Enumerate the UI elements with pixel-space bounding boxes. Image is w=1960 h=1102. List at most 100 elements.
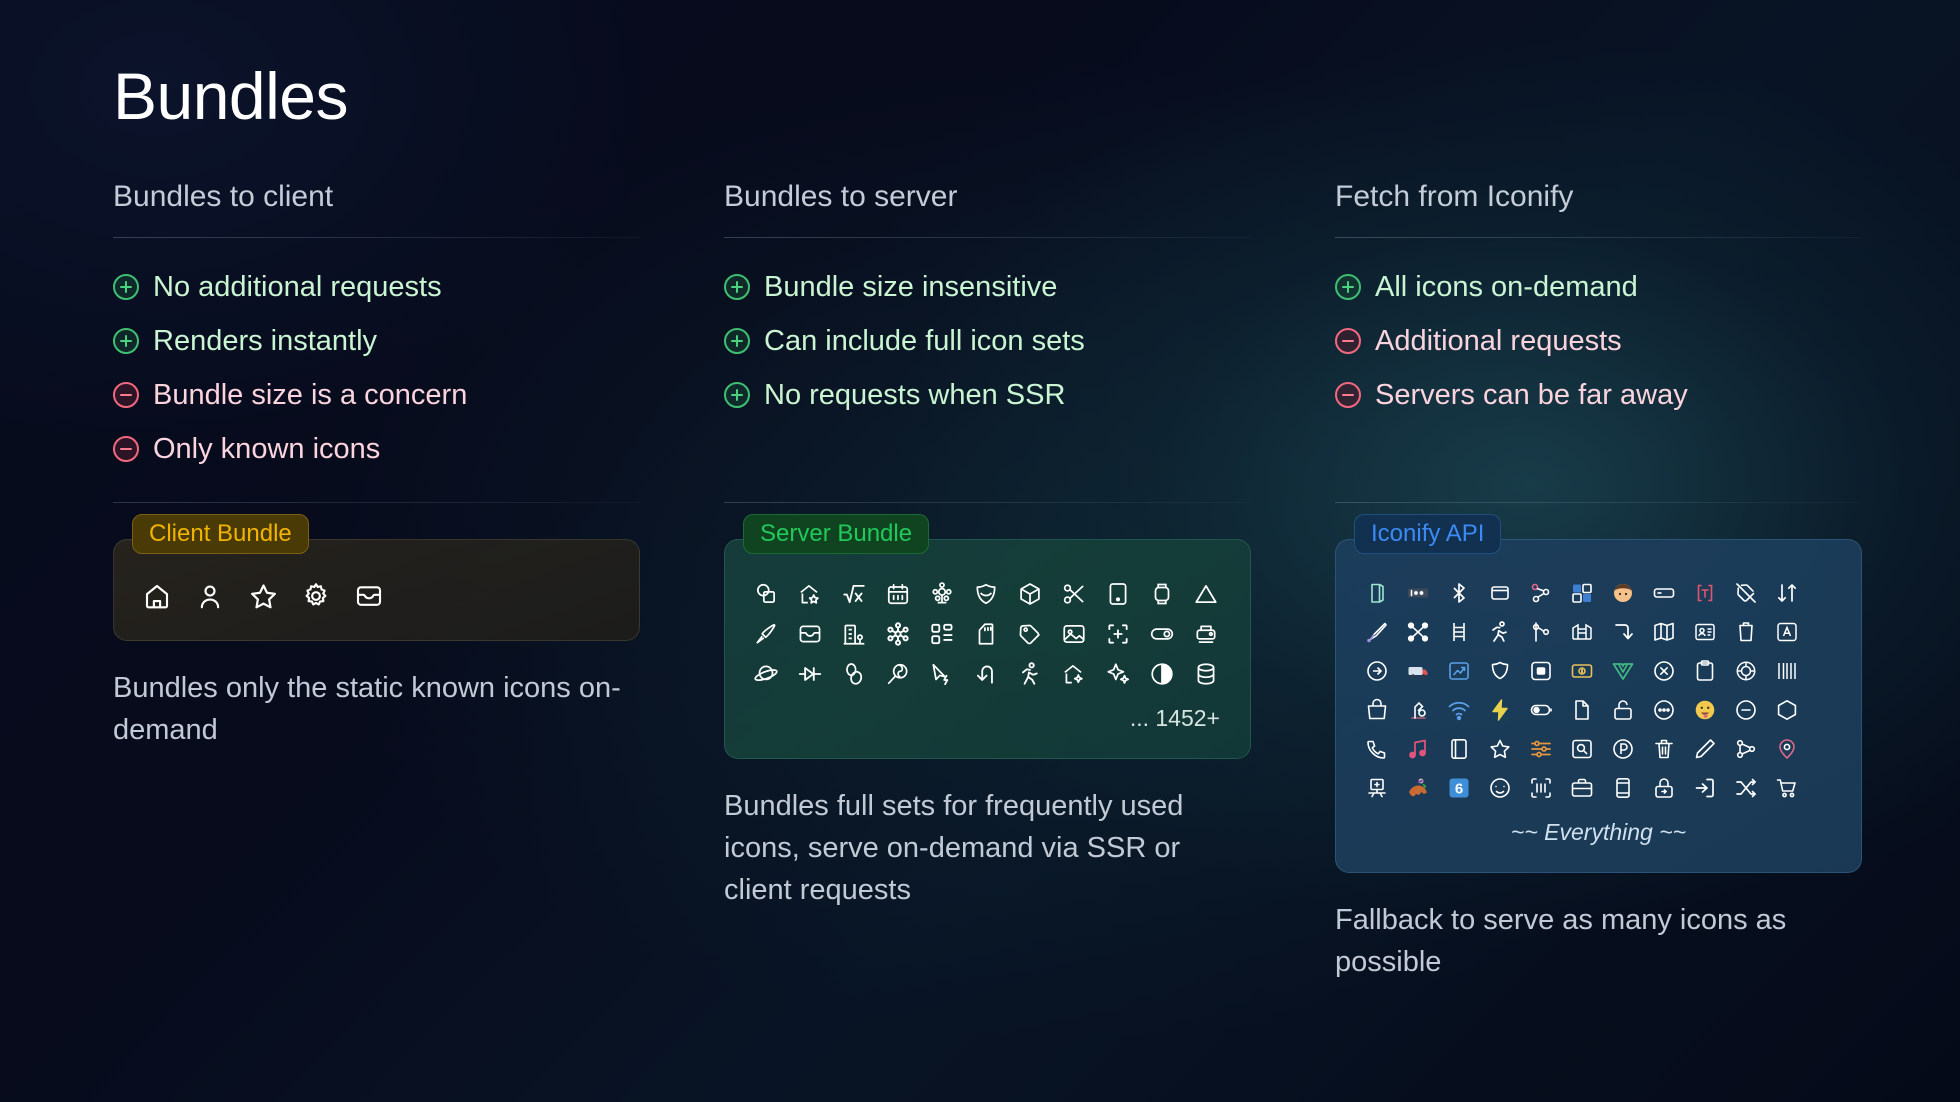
search-square-icon <box>1567 734 1596 764</box>
shapes-icon <box>751 578 781 609</box>
list-item: Servers can be far away <box>1335 368 1862 422</box>
qr-icon <box>1526 773 1555 803</box>
list-item: No requests when SSR <box>724 368 1251 422</box>
page-title: Bundles <box>113 59 349 133</box>
building-icon <box>839 618 869 649</box>
column-client: Bundles to client No additional requests… <box>113 179 640 751</box>
plus-circle-icon <box>1335 274 1361 301</box>
panel-wrap-client: Client Bundle <box>113 502 640 642</box>
icon-grid-row <box>1362 695 1835 725</box>
arrow-turn-icon <box>1608 617 1637 647</box>
star-icon <box>246 578 280 614</box>
lock-arrow-icon <box>1649 773 1678 803</box>
dashboard-icon <box>927 618 957 649</box>
cursor-flash-icon <box>927 658 957 689</box>
panel-wrap-api: Iconify API <box>1335 502 1862 874</box>
device-icon <box>1608 773 1637 803</box>
iconify-api-panel: Iconify API <box>1335 514 1862 874</box>
password-icon <box>1403 578 1432 608</box>
toggle-icon <box>1147 618 1177 649</box>
divider <box>1335 237 1862 239</box>
sitemap-icon <box>1526 578 1555 608</box>
shuffle-icon <box>1731 773 1760 803</box>
plus-circle-icon <box>724 382 750 409</box>
caption-server: Bundles full sets for frequently used ic… <box>724 790 1184 907</box>
list-item-label: All icons on-demand <box>1375 270 1638 303</box>
iconify-api-label: Iconify API <box>1354 514 1502 555</box>
icon-grid-row <box>1362 656 1835 686</box>
database-icon <box>1191 658 1221 689</box>
music-icon <box>1403 734 1432 764</box>
microscope-icon <box>1403 695 1432 725</box>
branch-icon <box>1526 617 1555 647</box>
panel-wrap-server: Server Bundle <box>724 502 1251 760</box>
ambulance-icon <box>1403 656 1432 686</box>
card-icon <box>1649 578 1678 608</box>
bluetooth-icon <box>1444 578 1473 608</box>
star-icon <box>1485 734 1514 764</box>
eggs-icon <box>839 658 869 689</box>
horse-racing-emoji <box>1403 773 1432 803</box>
briefcase-icon <box>1567 773 1596 803</box>
list-item-label: Renders instantly <box>153 324 378 357</box>
image-icon <box>1059 618 1089 649</box>
icon-grid-row <box>751 658 1224 689</box>
divider <box>113 502 640 504</box>
runner-icon <box>1485 617 1514 647</box>
list-item-label: Only known icons <box>153 432 381 465</box>
calendar-icon <box>883 578 913 609</box>
ladder-icon <box>1444 617 1473 647</box>
svg-text:6: 6 <box>1454 781 1462 798</box>
home-star-icon <box>795 578 825 609</box>
icon-grid-row <box>1362 734 1835 764</box>
ghost-icon <box>1485 773 1514 803</box>
minus-circle-icon <box>113 382 139 409</box>
hexagon-icon <box>1772 695 1801 725</box>
client-bundle-label: Client Bundle <box>132 514 309 555</box>
iconify-api-footer: ~~ Everything ~~ <box>1510 819 1687 846</box>
icon-grid-row <box>1362 578 1835 608</box>
list-item-label: Additional requests <box>1375 324 1622 357</box>
contrast-icon <box>1147 658 1177 689</box>
diode-icon <box>795 658 825 689</box>
list-item: Bundle size insensitive <box>724 260 1251 314</box>
sort-icon <box>1772 578 1801 608</box>
ferris-wheel-icon <box>927 578 957 609</box>
battery-icon <box>1526 695 1555 725</box>
columns-container: Bundles to client No additional requests… <box>113 179 1862 983</box>
git-icon <box>1731 734 1760 764</box>
point-list-api: All icons on-demand Additional requests … <box>1335 260 1862 422</box>
point-list-client: No additional requests Renders instantly… <box>113 260 640 476</box>
number-six-icon: 6 <box>1444 773 1473 803</box>
column-heading-api: Fetch from Iconify <box>1335 180 1574 214</box>
list-settings-icon <box>1526 734 1555 764</box>
list-item-label: No additional requests <box>153 270 442 303</box>
gate-icon <box>1567 617 1596 647</box>
bug-icon <box>1731 656 1760 686</box>
minus-circle-icon <box>1335 382 1361 409</box>
list-item-label: Bundle size is a concern <box>153 378 468 411</box>
network-icon <box>1403 617 1432 647</box>
planet-icon <box>751 658 781 689</box>
list-item-label: Bundle size insensitive <box>764 270 1058 303</box>
home-sparkle-icon <box>1059 658 1089 689</box>
plus-circle-icon <box>113 328 139 355</box>
file-icon <box>1567 695 1596 725</box>
server-bundle-label: Server Bundle <box>743 514 930 555</box>
login-icon <box>1690 773 1719 803</box>
chart-up-icon <box>1444 656 1473 686</box>
list-item: Bundle size is a concern <box>113 368 640 422</box>
stop-square-icon <box>1526 656 1555 686</box>
list-item: No additional requests <box>113 260 640 314</box>
caption-client: Bundles only the static known icons on-d… <box>113 672 621 747</box>
shield-icon <box>971 578 1001 609</box>
lightning-icon <box>1485 695 1514 725</box>
dots-circle-icon <box>1649 695 1678 725</box>
tag-off-icon <box>1731 578 1760 608</box>
apps-icon <box>1567 578 1596 608</box>
cart-icon <box>1772 773 1801 803</box>
minus-circle-icon <box>1731 695 1760 725</box>
circle-arrow-icon <box>1362 656 1391 686</box>
divider <box>724 502 1251 504</box>
vue-icon <box>1608 656 1637 686</box>
